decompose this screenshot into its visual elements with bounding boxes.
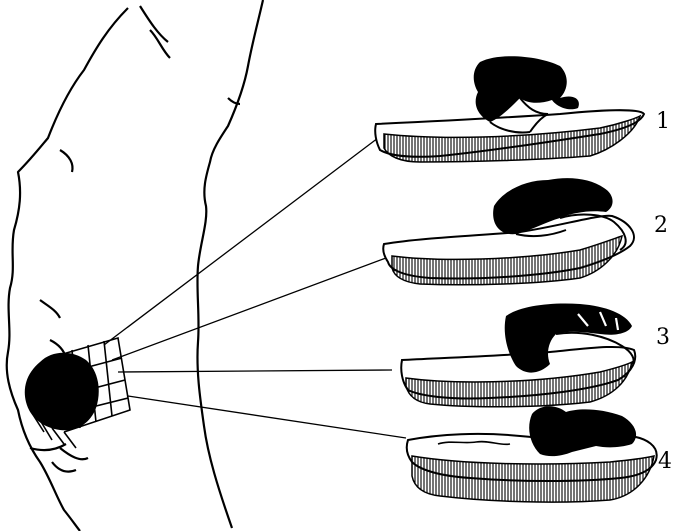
section-2	[383, 178, 634, 285]
leader-lines	[104, 138, 406, 438]
section-4	[407, 406, 657, 502]
section-label-4: 4	[658, 449, 672, 474]
section-label-3: 3	[656, 325, 670, 350]
section-label-1: 1	[656, 109, 670, 134]
section-1	[375, 56, 644, 162]
section-3	[401, 304, 635, 407]
specimen-outline	[7, 0, 263, 531]
section-label-2: 2	[654, 213, 668, 238]
lesion-with-section-grid	[25, 338, 130, 448]
